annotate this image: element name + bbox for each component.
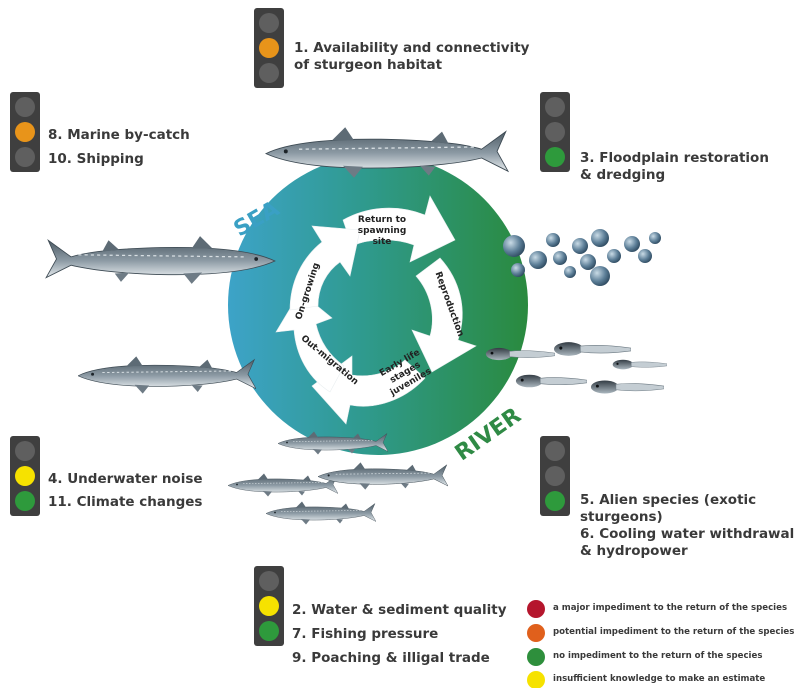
impact-label-line: 7. Fishing pressure [292, 626, 439, 642]
traffic-lamp [545, 441, 565, 461]
impact-label: 3. Floodplain restoration & dredging [580, 150, 769, 184]
arrow-return-to-spawning [342, 195, 456, 263]
traffic-lamp [545, 97, 565, 117]
traffic-light [10, 92, 40, 172]
legend-text: insufficient knowledge to make an estima… [553, 674, 766, 684]
traffic-lamp [259, 38, 279, 58]
impact-label-line: 3. Floodplain restoration [580, 150, 769, 166]
sturgeon-illustration [318, 462, 448, 490]
impact-label-line: 5. Alien species (exotic [580, 492, 757, 508]
arrow-on-growing [289, 225, 361, 311]
impact-label-line: 1. Availability and connectivity [294, 40, 530, 56]
impact-label-line: 6. Cooling water withdrawal [580, 526, 795, 542]
traffic-lamp [545, 466, 565, 486]
impact-label: 8. Marine by-catch 10. Shipping [48, 123, 190, 171]
sturgeon-illustration [266, 501, 376, 525]
impact-label-line: 11. Climate changes [48, 494, 203, 510]
impact-label: 2. Water & sediment quality 7. Fishing p… [292, 598, 507, 670]
traffic-lamp [259, 621, 279, 641]
impact-label-line: 8. Marine by-catch [48, 127, 190, 143]
impact-label-line: of sturgeon habitat [294, 57, 443, 73]
traffic-lamp [15, 466, 35, 486]
traffic-lamp [545, 147, 565, 167]
larva-illustration [590, 380, 664, 394]
traffic-lamp [259, 13, 279, 33]
traffic-lamp [15, 97, 35, 117]
legend-text: a major impediment to the return of the … [553, 603, 788, 613]
traffic-lamp [15, 491, 35, 511]
traffic-light [254, 566, 284, 646]
legend-text: no impediment to the return of the speci… [553, 651, 763, 661]
impact-label-line: 4. Underwater noise [48, 471, 203, 487]
impact-label-line: & hydropower [580, 543, 688, 559]
legend-color-dot [527, 624, 545, 642]
traffic-lamp [545, 491, 565, 511]
traffic-lamp [15, 122, 35, 142]
traffic-light [540, 436, 570, 516]
larva-illustration [553, 341, 631, 357]
impact-label-line: sturgeons) [580, 509, 663, 525]
traffic-lamp [259, 571, 279, 591]
traffic-lamp [545, 122, 565, 142]
sturgeon-illustration [78, 355, 256, 395]
impact-label: 5. Alien species (exotic sturgeons) 6. C… [580, 492, 794, 560]
legend-color-dot [527, 671, 545, 688]
lifecycle-circle [228, 155, 528, 455]
impact-label: 4. Underwater noise 11. Climate changes [48, 468, 203, 514]
impact-label-line: 2. Water & sediment quality [292, 602, 507, 618]
larva-illustration [515, 374, 587, 388]
arrow-reproduction [411, 257, 477, 373]
larva-illustration [612, 359, 667, 370]
traffic-light [254, 8, 284, 88]
cycle-arrows [275, 195, 477, 425]
eggs-illustration [503, 229, 661, 286]
legend-text: potential impediment to the return of th… [553, 627, 795, 637]
impact-label-line: & dredging [580, 167, 666, 183]
traffic-light [540, 92, 570, 172]
traffic-lamp [15, 147, 35, 167]
impact-label: 1. Availability and connectivity of stur… [294, 40, 529, 74]
traffic-lamp [15, 441, 35, 461]
traffic-light [10, 436, 40, 516]
traffic-lamp [259, 63, 279, 83]
traffic-lamp [259, 596, 279, 616]
impact-label-line: 9. Poaching & illigal trade [292, 650, 490, 666]
impact-label-line: 10. Shipping [48, 151, 144, 167]
legend-color-dot [527, 600, 545, 618]
legend-color-dot [527, 648, 545, 666]
